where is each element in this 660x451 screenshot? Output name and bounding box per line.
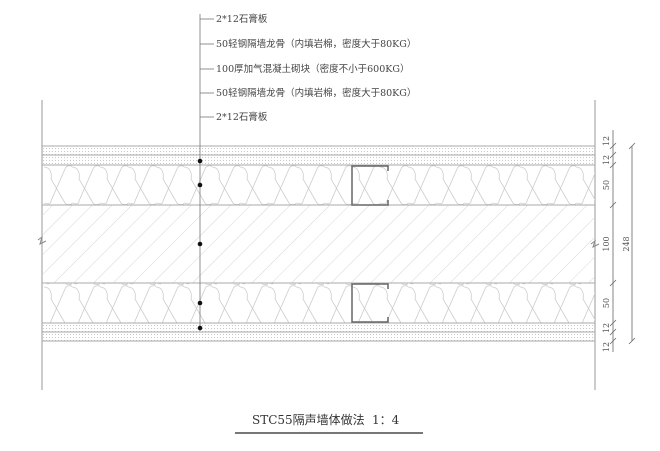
callout-label: 50轻钢隔墙龙骨（内填岩棉，密度大于80KG） <box>216 38 416 50</box>
dimension-label: 12 <box>602 342 611 352</box>
layer-insulation-top <box>42 164 595 205</box>
callout-label: 2*12石膏板 <box>216 13 268 25</box>
break-mark-left <box>37 235 47 245</box>
break-mark-right <box>590 239 600 248</box>
layer-gypsum-top <box>42 145 595 165</box>
callout-label: 100厚加气混凝土砌块（密度不小于600KG） <box>216 63 409 75</box>
callout-leader <box>197 14 214 331</box>
callout-label: 50轻钢隔墙龙骨（内填岩棉，密度大于80KG） <box>216 87 416 99</box>
dimension-label: 12 <box>602 155 611 165</box>
layer-insulation-bottom <box>44 283 595 323</box>
dimension-label: 50 <box>602 298 611 308</box>
dimension-label: 12 <box>602 136 611 146</box>
steel-stud-top <box>351 165 389 206</box>
drawing-title: STC55隔声墙体做法 <box>252 412 365 427</box>
dimension-chain <box>609 130 636 352</box>
dimension-label: 50 <box>602 180 611 190</box>
callout-label: 2*12石膏板 <box>216 111 268 123</box>
dimension-label: 12 <box>602 323 611 333</box>
total-dimension-label: 248 <box>622 236 631 251</box>
dimension-label: 100 <box>602 236 611 251</box>
layer-concrete-block <box>42 204 595 284</box>
steel-stud-bottom <box>351 283 389 323</box>
layer-gypsum-bottom <box>42 322 595 342</box>
drawing-scale: 1：4 <box>372 413 400 427</box>
